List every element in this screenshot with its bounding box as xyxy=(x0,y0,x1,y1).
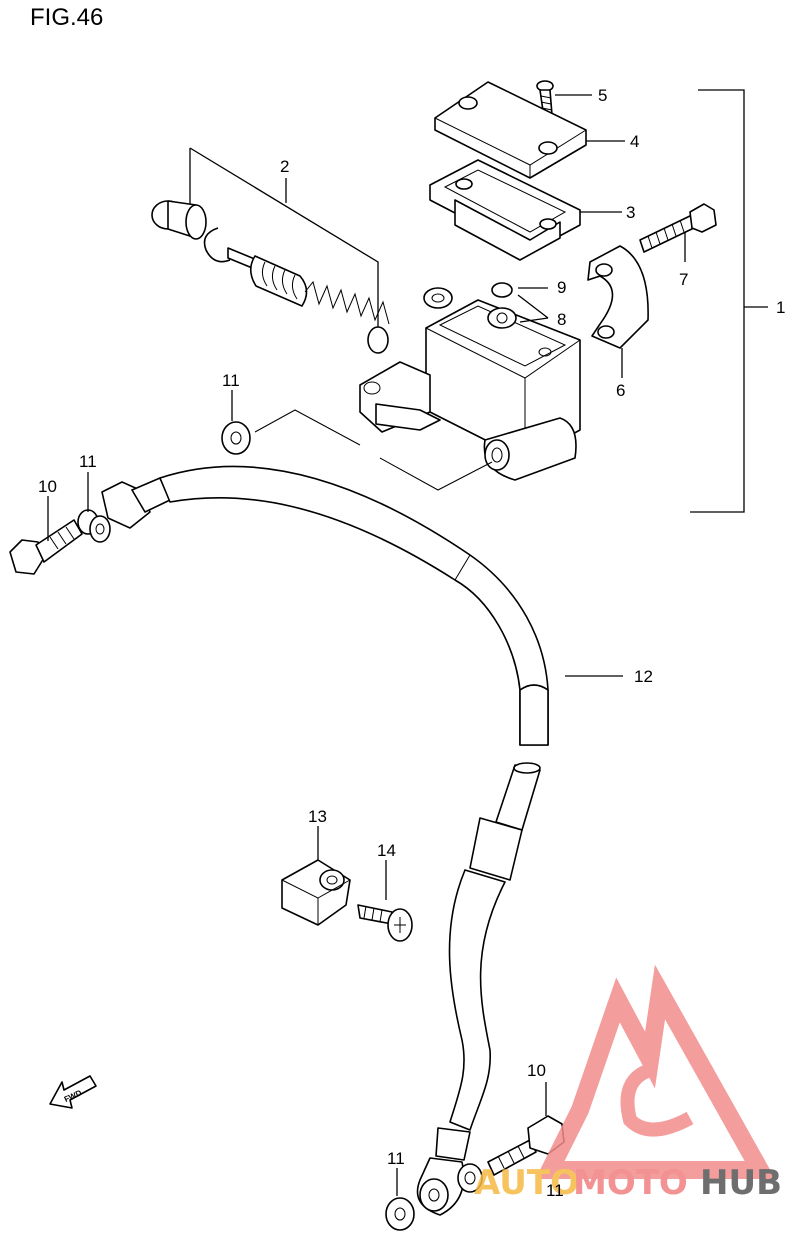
sealing-washer-part xyxy=(221,390,251,455)
assembly-guide-line xyxy=(254,409,493,491)
fwd-arrow-icon: FWD xyxy=(49,1075,97,1109)
handlebar-clamp-part xyxy=(587,245,649,378)
watermark-hub: HUB xyxy=(700,1163,782,1203)
watermark-auto: AUTO xyxy=(474,1163,579,1203)
callout-11-upper: 11 xyxy=(222,371,240,390)
callout-7: 7 xyxy=(679,270,688,289)
reservoir-cap-part xyxy=(434,81,625,179)
callout-6: 6 xyxy=(616,381,625,400)
callout-4: 4 xyxy=(630,132,639,151)
callout-labels: 5 4 2 3 7 9 1 8 6 11 11 10 12 13 14 10 1… xyxy=(38,86,785,1200)
figure-title: FIG.46 xyxy=(30,4,104,31)
master-cylinder-body xyxy=(359,282,581,481)
diaphragm-plate-part xyxy=(429,159,622,261)
callout-11-lower-left: 11 xyxy=(387,1149,405,1168)
callout-12: 12 xyxy=(634,667,653,686)
callout-14: 14 xyxy=(377,841,396,860)
clamp-screw-part xyxy=(357,860,413,942)
callout-1: 1 xyxy=(776,298,785,317)
brake-hose-part xyxy=(101,465,623,1216)
callout-5: 5 xyxy=(598,86,607,105)
hose-clamp-part xyxy=(281,826,351,926)
callout-9: 9 xyxy=(557,278,566,297)
callout-10-lower: 10 xyxy=(527,1061,546,1080)
callout-11-bolt: 11 xyxy=(79,452,97,471)
piston-kit-part xyxy=(151,147,390,354)
callout-8: 8 xyxy=(557,310,566,329)
watermark-moto: MOTO xyxy=(573,1163,688,1203)
clamp-bolt-part xyxy=(639,203,717,262)
callout-11-lower-right: 11 xyxy=(546,1181,564,1200)
assembly-bracket-1 xyxy=(690,89,768,513)
callout-10-upper: 10 xyxy=(38,477,57,496)
upper-union-bolt-part xyxy=(9,472,111,575)
callout-13: 13 xyxy=(308,807,327,826)
callout-3: 3 xyxy=(626,203,635,222)
automotohub-watermark-logo: AUTO MOTO HUB xyxy=(474,964,782,1203)
callout-2: 2 xyxy=(280,157,289,176)
